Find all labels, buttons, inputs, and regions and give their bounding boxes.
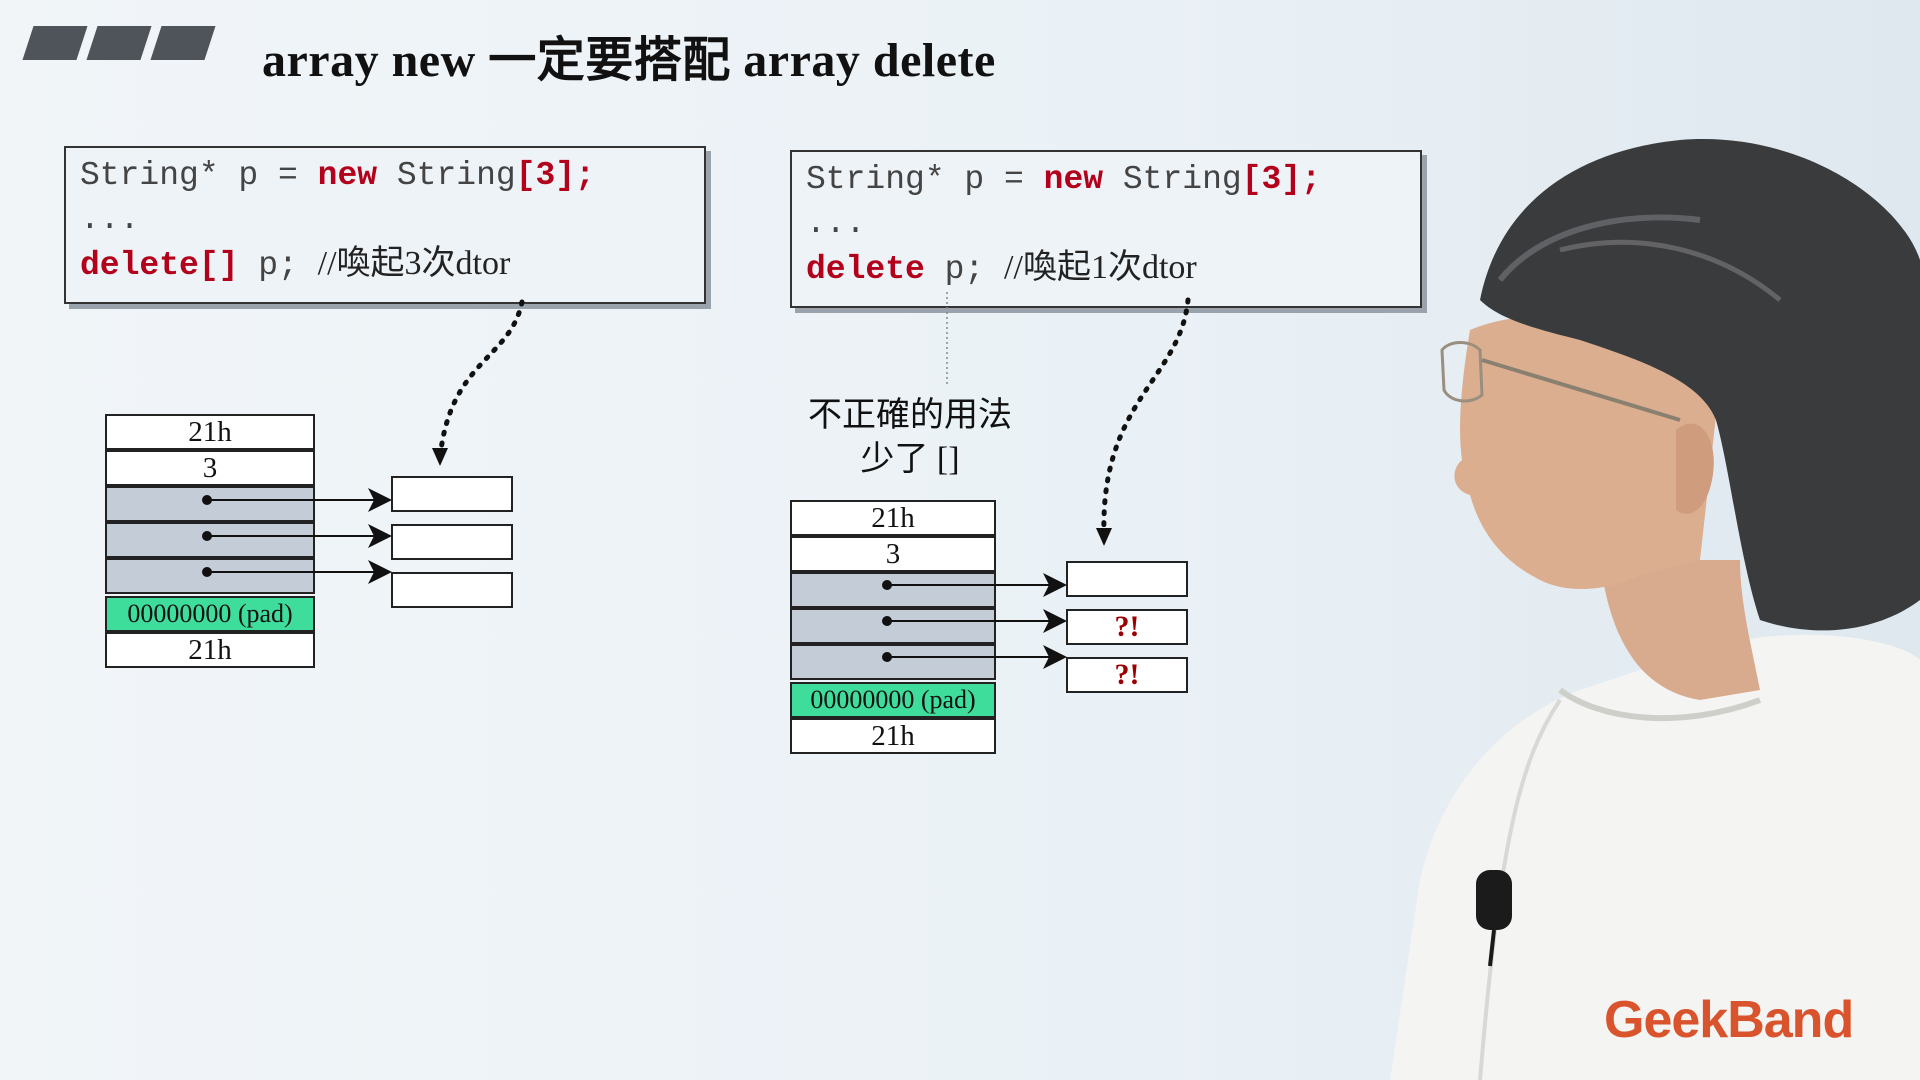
left-object-box bbox=[391, 476, 513, 512]
left-mem-pointer-cell bbox=[105, 522, 315, 558]
slide-title: array new 一定要搭配 array delete bbox=[262, 34, 996, 87]
incorrect-usage-note: 不正確的用法 少了 [] bbox=[780, 394, 1040, 482]
right-dtor-dotted-arrow bbox=[1101, 297, 1191, 539]
left-dtor-dotted-arrow bbox=[437, 299, 525, 461]
right-code-line-2: ... bbox=[806, 205, 866, 242]
right-mem-pad-cell: 00000000 (pad) bbox=[790, 682, 996, 718]
left-mem-cell: 21h bbox=[105, 414, 315, 450]
right-object-box: ?! bbox=[1066, 609, 1188, 645]
right-object-box bbox=[1066, 561, 1188, 597]
right-mem-cell: 21h bbox=[790, 500, 996, 536]
left-code-line-3: delete[] p; //喚起3次dtor bbox=[80, 245, 511, 284]
right-mem-pointer-cell bbox=[790, 572, 996, 608]
right-mem-pointer-cell bbox=[790, 608, 996, 644]
left-code-line-2: ... bbox=[80, 201, 140, 238]
right-mem-pointer-cell bbox=[790, 644, 996, 680]
right-code-box: String* p = new String[3]; ... delete p;… bbox=[790, 150, 1422, 308]
left-object-box bbox=[391, 524, 513, 560]
note-line-2: 少了 [] bbox=[860, 441, 960, 478]
left-mem-cell: 21h bbox=[105, 632, 315, 668]
right-mem-cell: 3 bbox=[790, 536, 996, 572]
left-code-line-1: String* p = new String[3]; bbox=[80, 157, 595, 194]
right-code-line-1: String* p = new String[3]; bbox=[806, 161, 1321, 198]
left-object-box bbox=[391, 572, 513, 608]
right-mem-cell: 21h bbox=[790, 718, 996, 754]
left-mem-cell: 3 bbox=[105, 450, 315, 486]
geekband-logo: GeekBand bbox=[1604, 991, 1854, 1049]
right-code-line-3: delete p; //喚起1次dtor bbox=[806, 249, 1197, 288]
right-object-box: ?! bbox=[1066, 657, 1188, 693]
note-line-1: 不正確的用法 bbox=[808, 397, 1012, 434]
left-mem-pad-cell: 00000000 (pad) bbox=[105, 596, 315, 632]
left-code-box: String* p = new String[3]; ... delete[] … bbox=[64, 146, 706, 304]
